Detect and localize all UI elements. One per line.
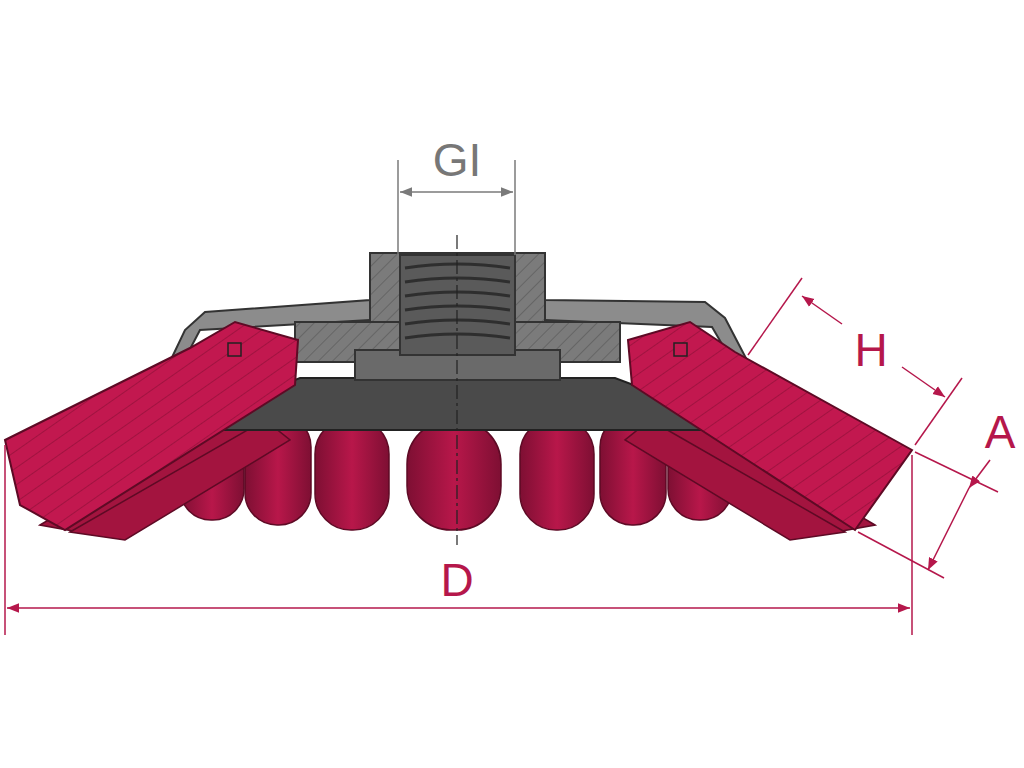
tuft-width-label: A (985, 409, 1016, 455)
trim-length-label: H (854, 327, 887, 373)
diameter-label: D (440, 557, 473, 603)
thread-size-label: GI (433, 137, 482, 183)
